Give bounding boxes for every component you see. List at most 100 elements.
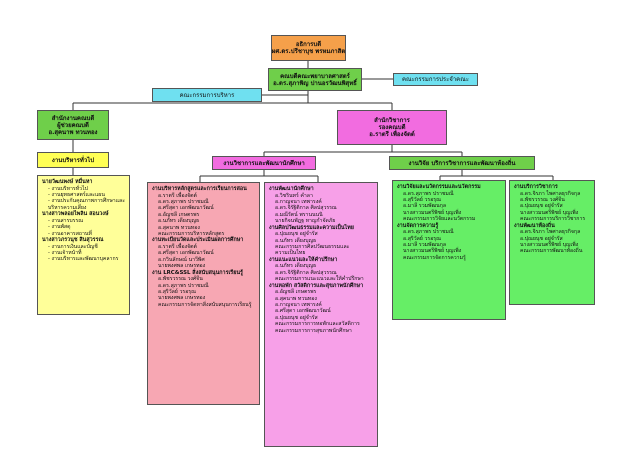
research-left-list: งานวิจัยและนวัตกรรมและนวัตกรรมอ.ดร.สุภาพ… — [392, 180, 506, 320]
list-item: คณะกรรมการการสุขภาพนักศึกษา — [275, 327, 352, 334]
list-item: - งานการเงินและบัญชี — [48, 243, 98, 250]
list-item: อ.พัชรวรรณ วงศ์จีน — [520, 197, 565, 203]
list-item: - งานอาคารสถานที่ — [48, 230, 92, 237]
list-item: อ.สุคนาพ ทวนทอง — [158, 224, 200, 231]
admin-committee-box: คณะกรรมการบริหาร — [152, 88, 262, 102]
general-admin-box: งานบริหารทั่วไป — [37, 152, 109, 168]
list-item: อ.อัญชลี เกษตรพร — [275, 289, 317, 296]
dean-office-name: อ.สุคนาพ ทวนทอง — [48, 128, 98, 136]
list-item: อ.พัชรวรรณ วงศ์จีน — [158, 276, 203, 283]
list-item: - งานสารบรรณ — [48, 217, 84, 224]
academic-office-name: อ.ราตรี เพื่องจัตต์ — [369, 131, 415, 138]
dean-office-box: สำนักงานคณบดี ผู้ช่วยคณบดี อ.สุคนาพ ทวนท… — [37, 110, 109, 140]
list-item: นางสาวมนตรีพิชย์ บุญเพิ่ง — [403, 209, 462, 216]
list-item: อ.กาญจนา เทพารงค์ — [275, 199, 322, 205]
list-item: คณะกรรมการพัฒนาท้องถิ่น — [520, 248, 583, 255]
list-heading: นายวัฒนพงษ์ หมื่นหา — [42, 179, 93, 185]
list-heading: งานบริหารหลักสูตรและการเรียนการสอน — [152, 186, 247, 192]
academic-office-title: สำนักวิชาการ — [374, 117, 410, 124]
list-heading: งานหอพัก สวัสดิการและสุขภาพนักศึกษา — [269, 282, 364, 289]
list-item: อ.กวินลักษณ์ นาวีพิศ — [158, 256, 205, 263]
list-item: อ.นภัทร เดียงบุญธ — [275, 263, 317, 270]
list-item: อ.ดร.จิรัฐิติกาล ศิลปสุวรรณ — [275, 269, 337, 276]
academic-office-box: สำนักวิชาการ รองคณบดี อ.ราตรี เพื่องจัตต… — [337, 110, 447, 145]
list-item: อ.สุริวัลย์ วรอรุณ — [403, 235, 441, 242]
president-name: ผศ.ดร.ปรีชาบุช พรหมภาสิต — [271, 48, 346, 55]
list-item: อ.ดร.จิรภา ไพศาลธุรกิจกุล — [520, 229, 581, 236]
list-item: นางสาวมนตรีพิชย์ บุญเพิ่ง — [520, 209, 579, 216]
list-item: อ.สุริวัลย์ วรอรุณ — [403, 197, 441, 203]
list-item: อ.สุคนาพ ทวนทอง — [275, 295, 317, 302]
academic-affairs-label: งานวิชาการและพัฒนานักศึกษา — [223, 159, 305, 167]
list-item: อ.วิชรินทร์ คำลา — [275, 192, 313, 199]
list-item: อ.ศรีสุดา เอกพัฒนาวัฒน์ — [158, 250, 214, 257]
list-item: คณะกรรมการจัดการความรู้ — [403, 254, 466, 261]
general-admin-label: งานบริหารทั่วไป — [51, 156, 95, 164]
list-item: อ.กาญจนา เทพารงค์ — [275, 302, 322, 309]
research-service-label: งานวิจัย บริการวิชาการและพัฒนาท้องถิ่น — [408, 159, 516, 167]
faculty-committee-label: คณะกรรมการประจำคณะ — [401, 76, 469, 83]
list-heading: งานศิลปวัฒนธรรมและความเป็นไทย — [269, 224, 354, 231]
list-heading: นางสาวพลอยไพลิน สอนวงษ์ — [42, 211, 109, 218]
list-heading: งานจัดการความรู้ — [397, 222, 439, 229]
list-item: อ.ศรีสุดา เอกพัฒนาวัฒน์ — [158, 205, 214, 212]
list-item: - งานพัสดุ — [48, 224, 71, 231]
dean-box: คณบดีคณะพยาบาลศาสตร์ อ.ดร.สุภาพิญ ปานอรว… — [268, 68, 362, 91]
list-item: คณะกรรมการการหอพักและสวัสดิการ — [275, 321, 360, 328]
list-heading: งานพัฒนาท้องถิ่น — [514, 222, 555, 229]
list-item: อ.ดร.สุภาพร ปราชมณี — [158, 199, 209, 205]
list-item: คณะกรรมการบริการวิชาการ — [520, 216, 586, 223]
list-item: นางสาวมนตรีพิชย์ บุญเพิ่ง — [520, 242, 579, 249]
list-item: อ.ดร.สุภาพร ปราชมณี — [403, 229, 454, 236]
research-right-list: งานบริการวิชาการอ.ดร.จิรภา ไพศาลธุรกิจกุ… — [509, 180, 595, 305]
academic-left-list: งานบริหารหลักสูตรและการเรียนการสอนอ.ราตร… — [147, 182, 260, 405]
list-heading: งานบริการวิชาการ — [514, 184, 558, 190]
president-title: อธิการบดี — [295, 41, 322, 48]
research-service-box: งานวิจัย บริการวิชาการและพัฒนาท้องถิ่น — [389, 156, 535, 170]
list-item: อ.ดร.สุภาพร ปราชมณี — [403, 190, 454, 197]
list-item: อ.ดร.สุภาพร ปราชมณี — [158, 282, 209, 289]
list-item: คณะกรรมการจัดหาสิ่งสนับสนุนการเรียนรู้ — [158, 301, 252, 308]
list-item: - งานบริหารและพัฒนาบุคลากร — [48, 256, 119, 263]
list-item: คณะกรรมการวิจัยและนวัตกรรม — [403, 216, 476, 223]
list-item: อ.ปุณยนุช อยู่จำรัส — [520, 203, 563, 210]
list-item: คณะกรรมการบริหารหลักสูตร — [158, 231, 225, 238]
admin-committee-label: คณะกรรมการบริหาร — [179, 91, 235, 99]
list-heading: งานพัฒนานักศึกษา — [269, 186, 314, 192]
list-item: อ.ศรีสุดา เอกพัฒนาวัฒน์ — [275, 308, 331, 315]
list-item: คณะกรรมการแนะแนวและให้คำปรึกษา — [275, 276, 364, 283]
general-admin-list: นายวัฒนพงษ์ หมื่นหา- งานบริหารทั่วไป- งา… — [37, 175, 130, 315]
list-heading: งานวิจัยและนวัตกรรมและนวัตกรรม — [397, 184, 481, 190]
list-item: นายพงศพล เกษรทอง — [158, 295, 206, 302]
list-heading: งานแนะแนวและให้คำปรึกษา — [269, 256, 338, 263]
list-item: - งานยุทธศาสตร์และแผน — [48, 192, 105, 198]
list-item: อ.ดร.จิรัฐิติกาล ศิลปสุวรรณ — [275, 205, 337, 212]
list-item: - งานประกันคุณภาพการศึกษาและ — [48, 198, 126, 205]
academic-affairs-box: งานวิชาการและพัฒนานักศึกษา — [212, 156, 316, 170]
list-item: นายกิจนพัฎฐ หาญกำจัดภัย — [275, 218, 336, 225]
list-item: อ.มณีรัตน์ พรานนนนิ — [275, 211, 323, 218]
dean-office-title: สำนักงานคณบดี — [51, 114, 95, 122]
faculty-committee-box: คณะกรรมการประจำคณะ — [393, 73, 478, 86]
list-item: อ.นภัทร เดียงบุญธ — [158, 218, 200, 225]
list-heading: นางสาวภรวนุช สินสุวรรณ — [42, 237, 104, 244]
list-item: อ.นภัทร เดียงบุญธ — [275, 237, 317, 244]
list-item: อ.อัญชลี เกษตรพร — [158, 211, 200, 218]
president-box: อธิการบดี ผศ.ดร.ปรีชาบุช พรหมภาสิต — [271, 35, 346, 61]
list-item: นางสาวมนตรีพิชย์ บุญเพิ่ง — [403, 248, 462, 255]
list-item: - งานเจ้าหน้าที่ — [48, 250, 82, 257]
academic-right-list: งานพัฒนานักศึกษาอ.วิชรินทร์ คำลาอ.กาญจนา… — [264, 182, 378, 447]
list-item: อ.ราตรี เพื่องจัตต์ — [158, 244, 197, 251]
list-item: อ.ปุณยนุช อยู่จำรัส — [275, 231, 318, 238]
list-item: อ.มาลี รวมพัฒนกุล — [403, 242, 447, 249]
list-item: ความเป็นไทย — [275, 250, 306, 257]
list-item: นายพงศพล เกษรทอง — [158, 263, 206, 270]
list-item: อ.สุริวัลย์ วรอรุณ — [158, 289, 196, 296]
list-item: อ.ปุณยนุช อยู่จำรัส — [275, 314, 318, 321]
list-heading: งานทะเบียนวัดและประเมินผลการศึกษา — [152, 237, 244, 244]
list-item: บริหารความเสี่ยง — [48, 204, 87, 211]
dean-name: อ.ดร.สุภาพิญ ปานอรวัฒนพิสุทธิ์ — [273, 79, 357, 87]
list-item: อ.ราตรี เพื่องจัตต์ — [158, 192, 197, 199]
dean-office-role: ผู้ช่วยคณบดี — [57, 121, 89, 129]
